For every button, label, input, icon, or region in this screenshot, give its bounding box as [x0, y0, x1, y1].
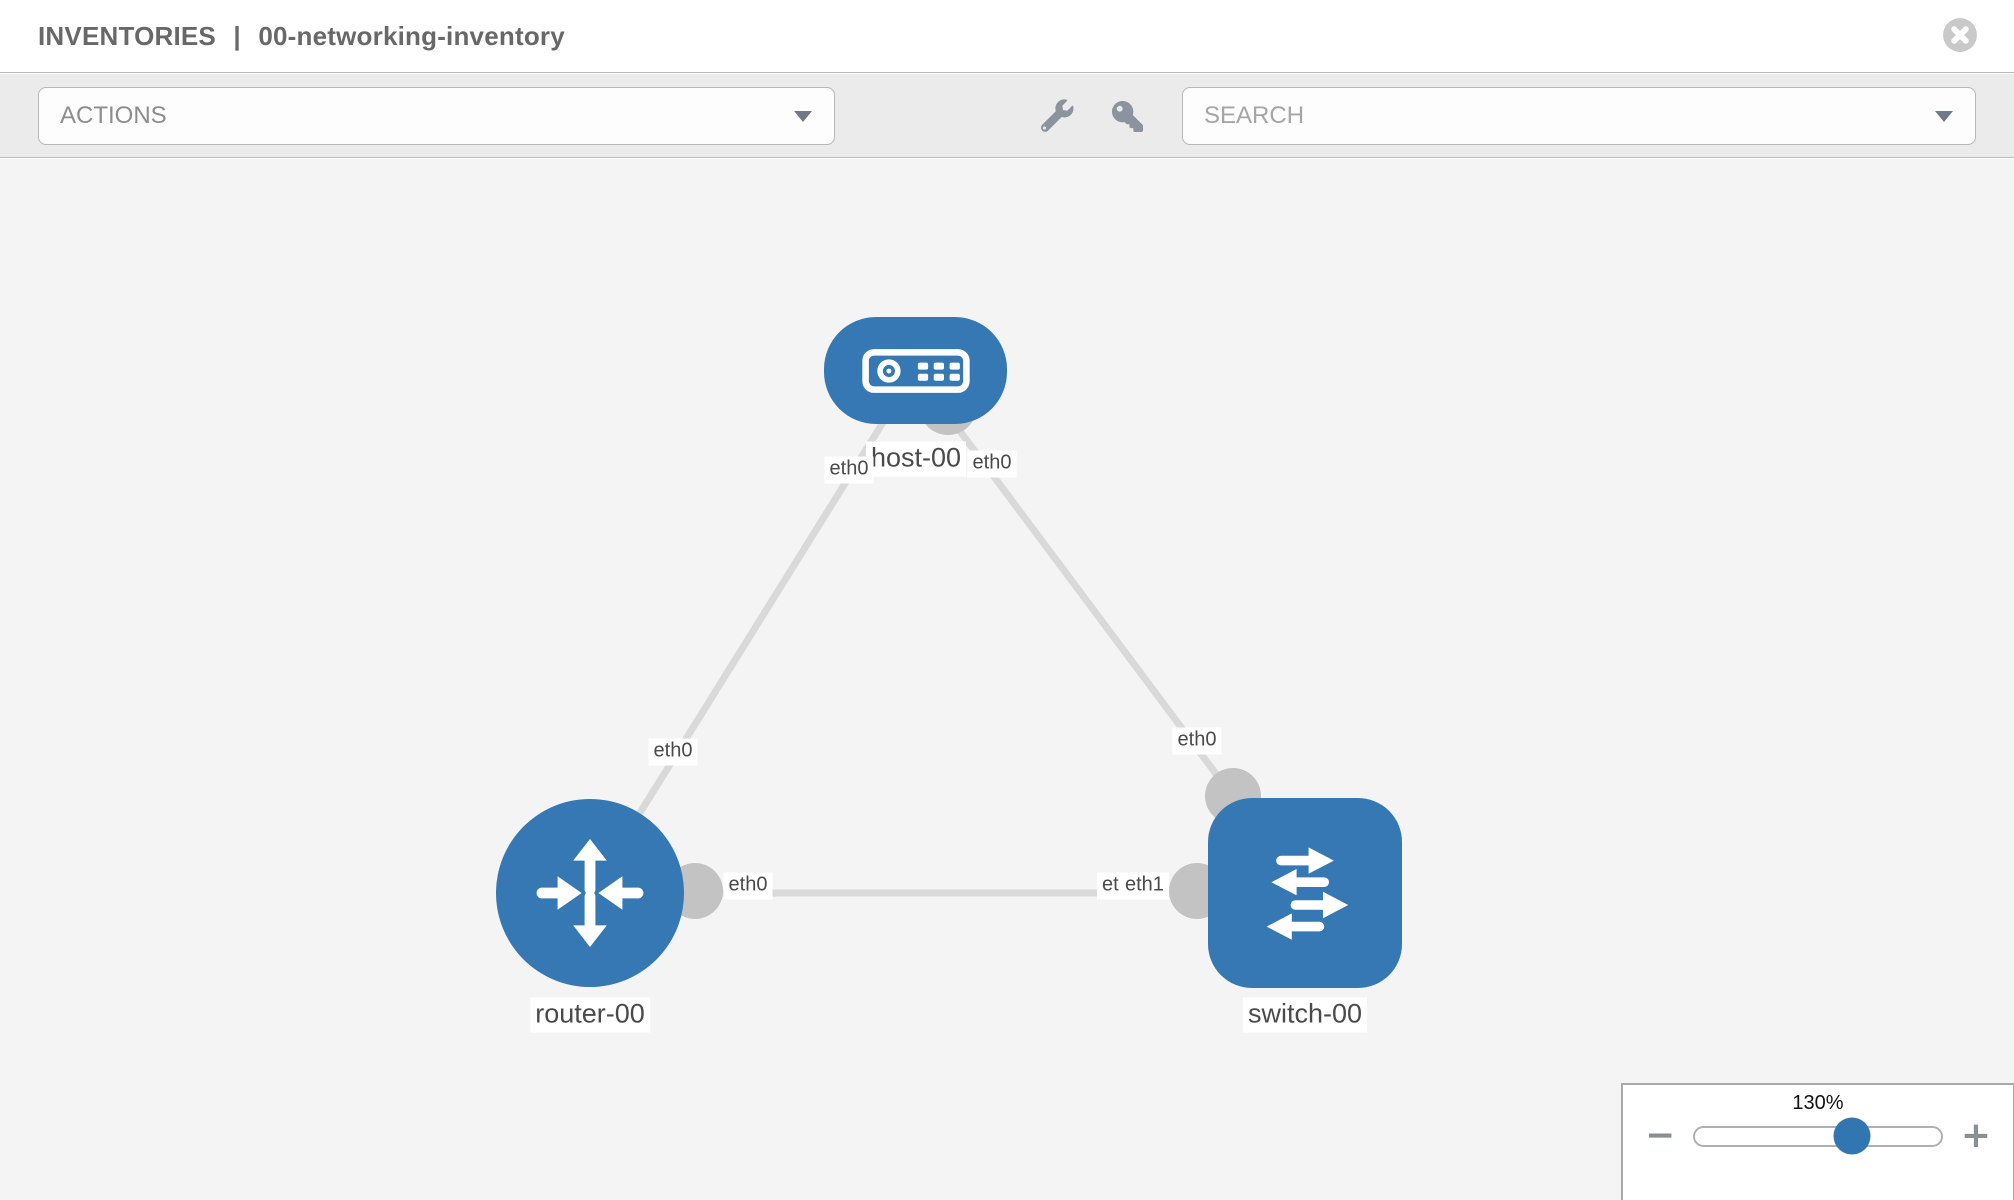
chevron-down-icon [1935, 110, 1953, 122]
iface-label-router-to-switch: eth0 [723, 872, 773, 900]
toolbar-tools [1040, 87, 1143, 145]
actions-dropdown-label: ACTIONS [60, 102, 167, 129]
inventory-name: 00-networking-inventory [258, 21, 565, 51]
wrench-button[interactable] [1040, 99, 1074, 133]
chevron-down-icon [794, 110, 812, 122]
close-button[interactable] [1942, 17, 1978, 53]
zoom-level: 130% [1792, 1092, 1844, 1114]
toolbar: ACTIONS SEARCH [0, 74, 2014, 158]
iface-label-router-to-host: eth0 [648, 738, 698, 766]
iface-label-host-to-switch: eth0 [967, 450, 1017, 478]
title-separator: | [233, 21, 241, 51]
node-switch-00[interactable] [1208, 798, 1402, 988]
node-label-host: host-00 [865, 441, 967, 477]
iface-label-host-to-router: eth0 [824, 456, 874, 484]
iface-label-switch-to-host: eth0 [1172, 727, 1222, 755]
zoom-out-button[interactable]: − [1645, 1115, 1676, 1156]
node-label-router: router-00 [530, 997, 650, 1033]
node-router-00[interactable] [496, 799, 684, 987]
topology-canvas[interactable]: host-00 router-00 switch-00 eth0 eth0 et… [0, 159, 2014, 1200]
iface-label-switch-front: eth1 [1120, 872, 1169, 900]
actions-dropdown[interactable]: ACTIONS [38, 87, 835, 145]
router-icon [536, 839, 644, 947]
search-placeholder: SEARCH [1204, 102, 1305, 129]
wrench-icon [1041, 99, 1074, 132]
header-bar: INVENTORIES | 00-networking-inventory [0, 0, 2014, 73]
links-layer [587, 368, 1308, 919]
zoom-slider-thumb[interactable] [1833, 1117, 1871, 1155]
zoom-panel: 130% − + [1621, 1083, 2014, 1200]
node-host-00[interactable] [824, 317, 1007, 424]
close-icon [1943, 18, 1977, 52]
host-icon [861, 348, 970, 393]
zoom-slider[interactable] [1693, 1117, 1943, 1155]
search-dropdown[interactable]: SEARCH [1182, 87, 1976, 145]
node-label-switch: switch-00 [1242, 997, 1368, 1033]
breadcrumb-section: INVENTORIES [38, 21, 216, 51]
zoom-in-button[interactable]: + [1960, 1115, 1991, 1156]
key-button[interactable] [1112, 100, 1143, 132]
key-icon [1112, 100, 1143, 132]
switch-icon [1266, 847, 1349, 940]
page-title: INVENTORIES | 00-networking-inventory [38, 0, 565, 72]
